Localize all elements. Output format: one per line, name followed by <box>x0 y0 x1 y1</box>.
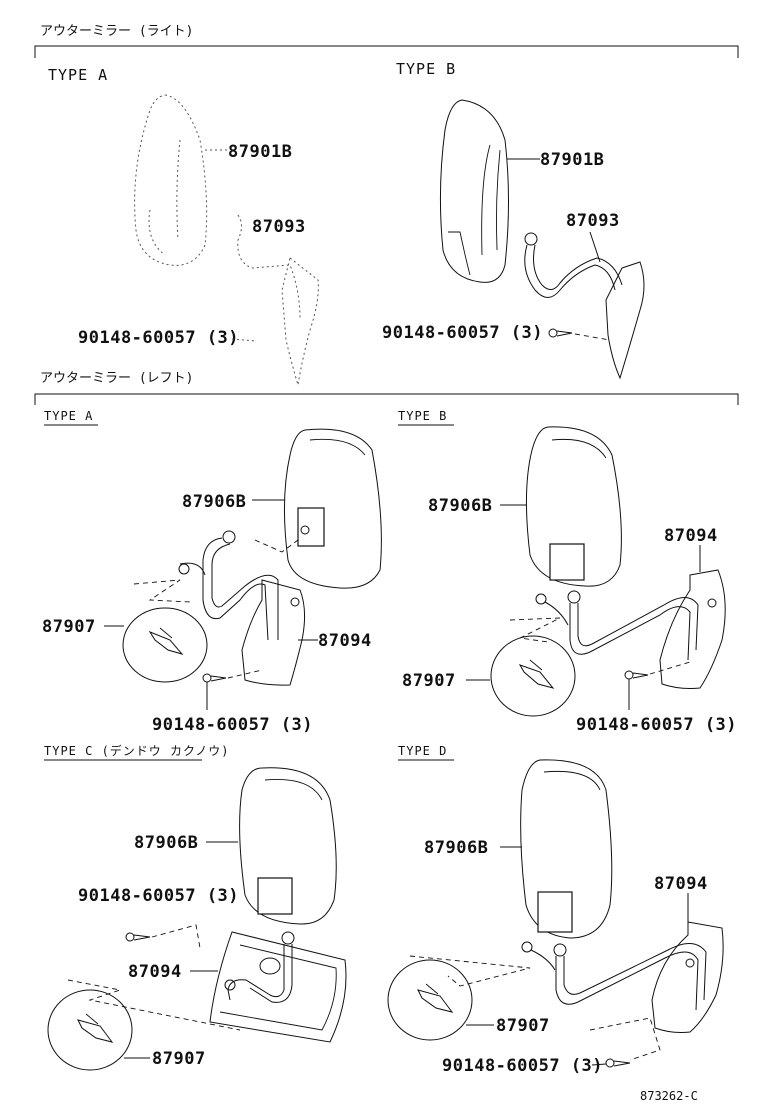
screw-label-left-d: 90148-60057 (3) <box>442 1056 603 1076</box>
screw-label-left-a: 90148-60057 (3) <box>152 715 313 735</box>
part-label-87094-c: 87094 <box>128 962 182 982</box>
guide-87907-b <box>509 617 561 643</box>
screw-right-a <box>231 338 257 342</box>
section-bracket-left <box>34 393 739 405</box>
part-label-87094-b: 87094 <box>664 526 718 546</box>
guide-87907-a <box>133 579 191 603</box>
screw-left-c <box>125 924 201 949</box>
section-title-left: アウターミラー (レフト) <box>40 371 193 386</box>
leader-87093-b <box>589 231 601 263</box>
part-label-87907-b: 87907 <box>402 671 456 691</box>
part-label-87906b-c: 87906B <box>134 833 198 853</box>
type-d-label-left: TYPE D <box>398 744 447 758</box>
screw-left-d <box>591 1058 631 1068</box>
guide-screw-d <box>589 1017 661 1061</box>
type-b-label-right: TYPE B <box>396 60 456 78</box>
right-type-a-mirror-drawing <box>134 94 319 386</box>
left-type-d-mirror-drawing <box>520 759 613 939</box>
part-label-87906b-a: 87906B <box>182 492 246 512</box>
left-type-a-mirror-drawing <box>283 428 382 589</box>
type-a-label-left: TYPE A <box>44 409 93 423</box>
screw-label-left-c: 90148-60057 (3) <box>78 886 239 906</box>
left-type-c-mirror-drawing <box>239 767 337 925</box>
type-b-label-left: TYPE B <box>398 409 447 423</box>
screw-right-b <box>548 328 611 341</box>
screw-left-b <box>624 661 691 710</box>
guide-87907-d <box>409 955 531 987</box>
type-c-label-left: TYPE C (デンドウ カクノウ) <box>44 743 230 758</box>
left-type-b-lens-drawing <box>490 635 576 717</box>
part-label-87906b-d: 87906B <box>424 838 488 858</box>
left-type-a-arm-drawing <box>178 530 306 686</box>
section-bracket-right <box>34 45 739 58</box>
left-type-c-arm-drawing <box>209 931 347 1043</box>
part-label-87093-b: 87093 <box>566 211 620 231</box>
diagram-ref-number: 873262-C <box>640 1089 698 1103</box>
part-label-87093-a: 87093 <box>252 217 306 237</box>
left-type-a-lens-drawing <box>122 607 208 683</box>
left-type-b-mirror-drawing <box>525 426 622 587</box>
left-type-d-lens-drawing <box>387 959 473 1041</box>
part-label-87907-d: 87907 <box>496 1016 550 1036</box>
screw-label-left-b: 90148-60057 (3) <box>576 715 737 735</box>
part-label-87907-a: 87907 <box>42 617 96 637</box>
type-a-label-right: TYPE A <box>48 66 108 84</box>
part-label-87901b-b: 87901B <box>540 150 604 170</box>
guide-87906b-a <box>254 539 299 553</box>
part-label-87907-c: 87907 <box>152 1049 206 1069</box>
right-type-b-arm-drawing <box>524 232 645 380</box>
section-title-right: アウターミラー (ライト) <box>40 24 193 39</box>
part-label-87094-d: 87094 <box>654 874 708 894</box>
part-label-87094-a: 87094 <box>318 631 372 651</box>
part-label-87906b-b: 87906B <box>428 496 492 516</box>
left-type-c-lens-drawing <box>47 989 133 1071</box>
right-type-b-mirror-drawing <box>439 99 509 283</box>
left-type-d-arm-drawing <box>521 921 724 1033</box>
screw-label-right-b: 90148-60057 (3) <box>382 323 543 343</box>
screw-left-a <box>202 669 263 710</box>
screw-label-right-a: 90148-60057 (3) <box>78 328 239 348</box>
part-label-87901b-a: 87901B <box>228 142 292 162</box>
left-type-b-arm-drawing <box>535 569 726 689</box>
